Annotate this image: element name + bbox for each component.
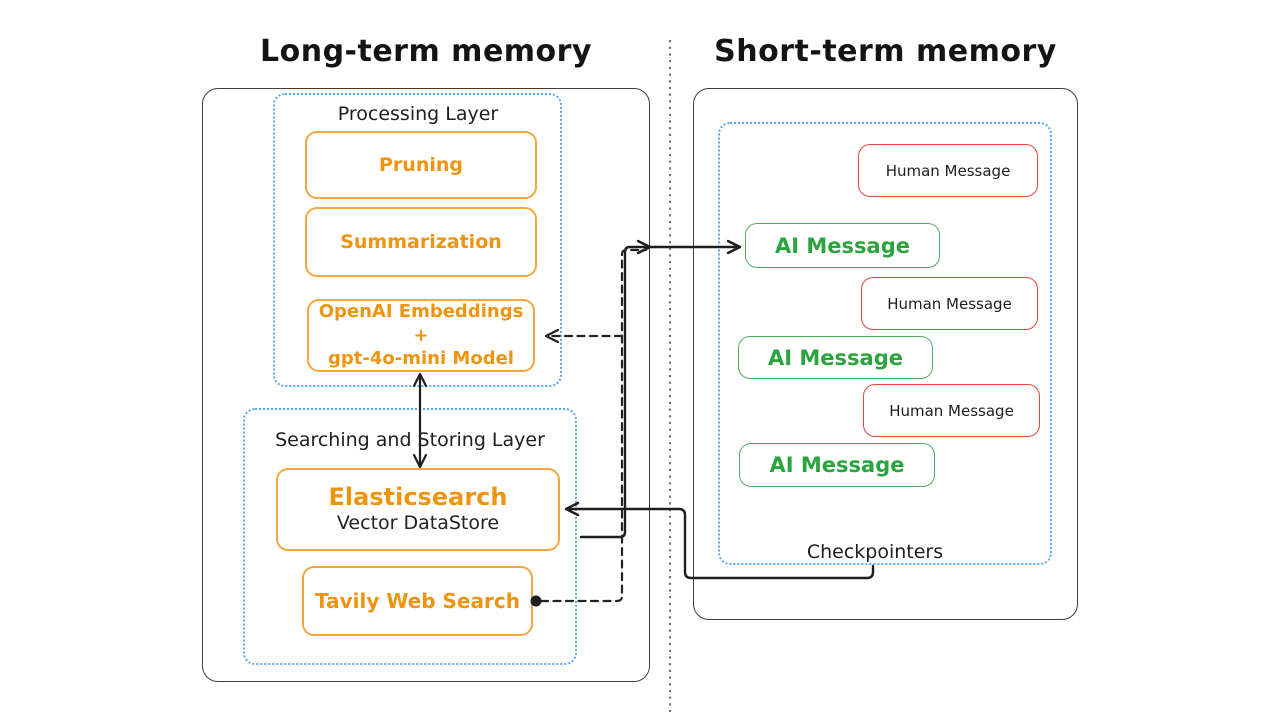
searching-storing-layer-label: Searching and Storing Layer [275,429,545,451]
human-message-node-1: Human Message [858,144,1038,197]
summarization-node: Summarization [305,207,537,277]
tavily-label: Tavily Web Search [315,589,520,613]
elasticsearch-node: Elasticsearch Vector DataStore [276,468,560,551]
processing-layer-label: Processing Layer [337,103,499,125]
ai-message-node-2: AI Message [738,336,933,379]
ai-message-label: AI Message [775,233,910,258]
ai-message-node-3: AI Message [739,443,935,487]
openai-label-line1: OpenAI Embeddings + [318,301,524,346]
openai-embeddings-node: OpenAI Embeddings + gpt-4o-mini Model [307,299,535,372]
tavily-web-search-node: Tavily Web Search [302,566,533,636]
checkpointers-label: Checkpointers [806,541,944,563]
ai-message-node-1: AI Message [745,223,940,268]
ai-message-label: AI Message [768,345,903,370]
short-term-memory-title: Short-term memory [714,33,1057,69]
pruning-node: Pruning [305,131,537,199]
ai-message-label: AI Message [769,453,905,477]
openai-label-line2: gpt-4o-mini Model [328,348,514,370]
human-message-node-2: Human Message [861,277,1038,330]
elasticsearch-title: Elasticsearch [328,483,508,512]
summarization-label: Summarization [340,231,502,253]
human-message-node-3: Human Message [863,384,1040,437]
pruning-label: Pruning [379,154,463,176]
human-message-label: Human Message [887,294,1012,313]
human-message-label: Human Message [889,401,1014,420]
long-term-memory-title: Long-term memory [259,33,593,69]
elasticsearch-subtitle: Vector DataStore [336,511,500,534]
human-message-label: Human Message [885,161,1011,180]
